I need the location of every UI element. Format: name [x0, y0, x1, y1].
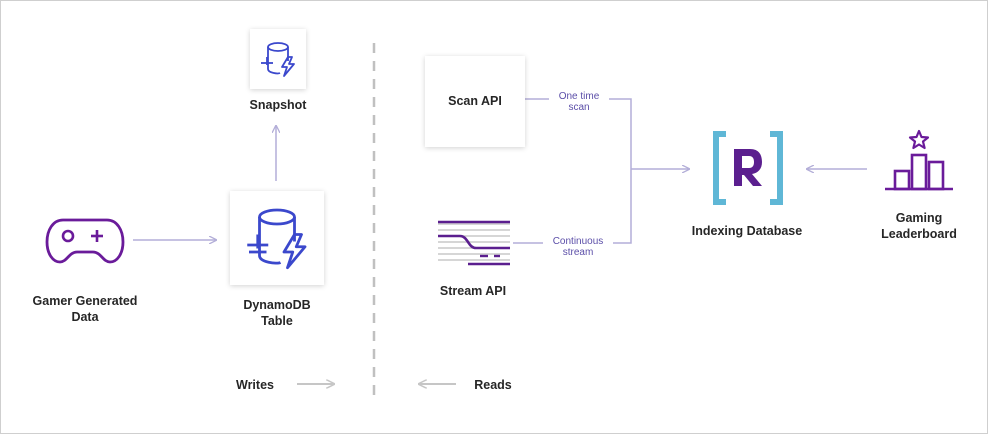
- rockset-logo-icon: [713, 131, 783, 205]
- indexing-db-label: Indexing Database: [691, 224, 803, 238]
- gamer-data-label: Gamer Generated Data: [32, 294, 138, 324]
- snapshot-card: [250, 29, 306, 89]
- leaderboard-label: Gaming Leaderboard: [881, 211, 957, 241]
- one-time-scan-label: One time scan: [549, 91, 609, 113]
- dynamodb-card: [230, 191, 324, 285]
- gamepad-icon: [45, 218, 125, 264]
- dynamodb-icon: [247, 208, 307, 270]
- stream-lines-icon: [438, 220, 510, 266]
- reads-label: Reads: [474, 378, 512, 392]
- scan-api-label: Scan API: [448, 94, 502, 108]
- leaderboard-icon: [885, 129, 953, 191]
- writes-label: Writes: [236, 378, 274, 392]
- connector-stream-api: [513, 169, 632, 244]
- snapshot-label: Snapshot: [249, 98, 307, 112]
- scan-api-card: [425, 56, 525, 147]
- snapshot-dynamodb-icon: [261, 42, 295, 77]
- continuous-stream-label: Continuous stream: [543, 236, 613, 258]
- stream-api-label: Stream API: [439, 284, 507, 298]
- dynamodb-label: DynamoDB Table: [243, 298, 311, 328]
